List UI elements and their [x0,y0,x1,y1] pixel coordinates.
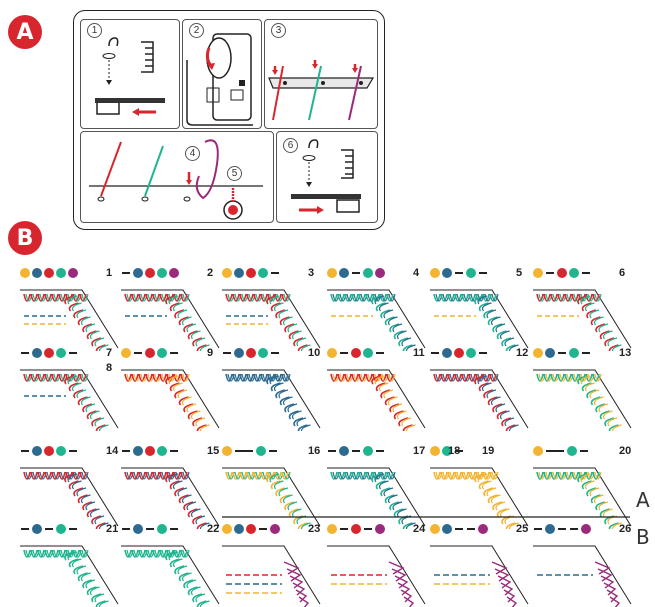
stitch-illustration [430,522,533,607]
stitch-23[interactable]: 23 [222,522,325,607]
step-2-cell: 2 [182,19,262,129]
stitch-illustration [121,346,224,431]
stitch-10[interactable]: 10 [222,346,325,431]
stitch-1[interactable]: 1 [20,266,123,351]
stitch-illustration [222,266,325,351]
stitch-6[interactable]: 6 [533,266,636,351]
thread-cone-illustration [81,20,179,128]
section-b-badge: B [8,221,42,255]
stitch-5[interactable]: 5 [430,266,533,351]
stitch-12[interactable]: 12 [430,346,533,431]
stitch-illustration [222,444,325,529]
stitch-illustration [430,444,533,529]
stitch-illustration [327,444,430,529]
stitch-illustration [533,522,636,607]
stitch-11[interactable]: 11 [327,346,430,431]
stitch-illustration [430,266,533,351]
handwheel-illustration [183,20,261,128]
stitch-illustration [533,266,636,351]
stitch-illustration [327,522,430,607]
stitch-4[interactable]: 4 [327,266,430,351]
stitch-20[interactable]: 20 [533,444,636,529]
stitch-22[interactable]: 22 [121,522,224,607]
section-a-badge: A [8,15,42,49]
stitch-illustration [222,346,325,431]
needle-threading-illustration [81,132,273,222]
stitch-illustration [20,444,123,529]
stitch-illustration [222,522,325,607]
stitch-17[interactable]: 17 [327,444,430,529]
stitch-9[interactable]: 9 [121,346,224,431]
stitch-illustration [20,346,123,431]
stitch-14[interactable]: 14 [20,444,123,529]
stitch-21[interactable]: 21 [20,522,123,607]
stitch-24[interactable]: 24 [327,522,430,607]
step-4-5-cell: 4 5 [80,131,274,223]
stitch-25[interactable]: 25 [430,522,533,607]
looper-threads-illustration [265,20,377,128]
step-1-cell: 1 [80,19,180,129]
stitch-illustration [121,444,224,529]
step-6-cell: 6 [276,131,378,223]
stitch-illustration [121,522,224,607]
stitch-15[interactable]: 15 [121,444,224,529]
step-3-cell: 3 [264,19,378,129]
side-label-a: A [636,488,650,512]
side-label-b: B [636,525,650,549]
stitch-illustration [121,266,224,351]
stitch-3[interactable]: 3 [222,266,325,351]
stitch-illustration [20,266,123,351]
stitch-illustration [327,346,430,431]
stitch-26[interactable]: 26 [533,522,636,607]
stitch-illustration [533,346,636,431]
stitch-2[interactable]: 2 [121,266,224,351]
stitch-illustration [327,266,430,351]
thread-cone-illustration [277,132,377,222]
stitch-13[interactable]: 13 [533,346,636,431]
stitch-illustration [533,444,636,529]
stitch-illustration [430,346,533,431]
stitch-16[interactable]: 16 [222,444,325,529]
stitch-illustration [20,522,123,607]
threading-diagram-panel: 1 2 3 [73,10,385,230]
